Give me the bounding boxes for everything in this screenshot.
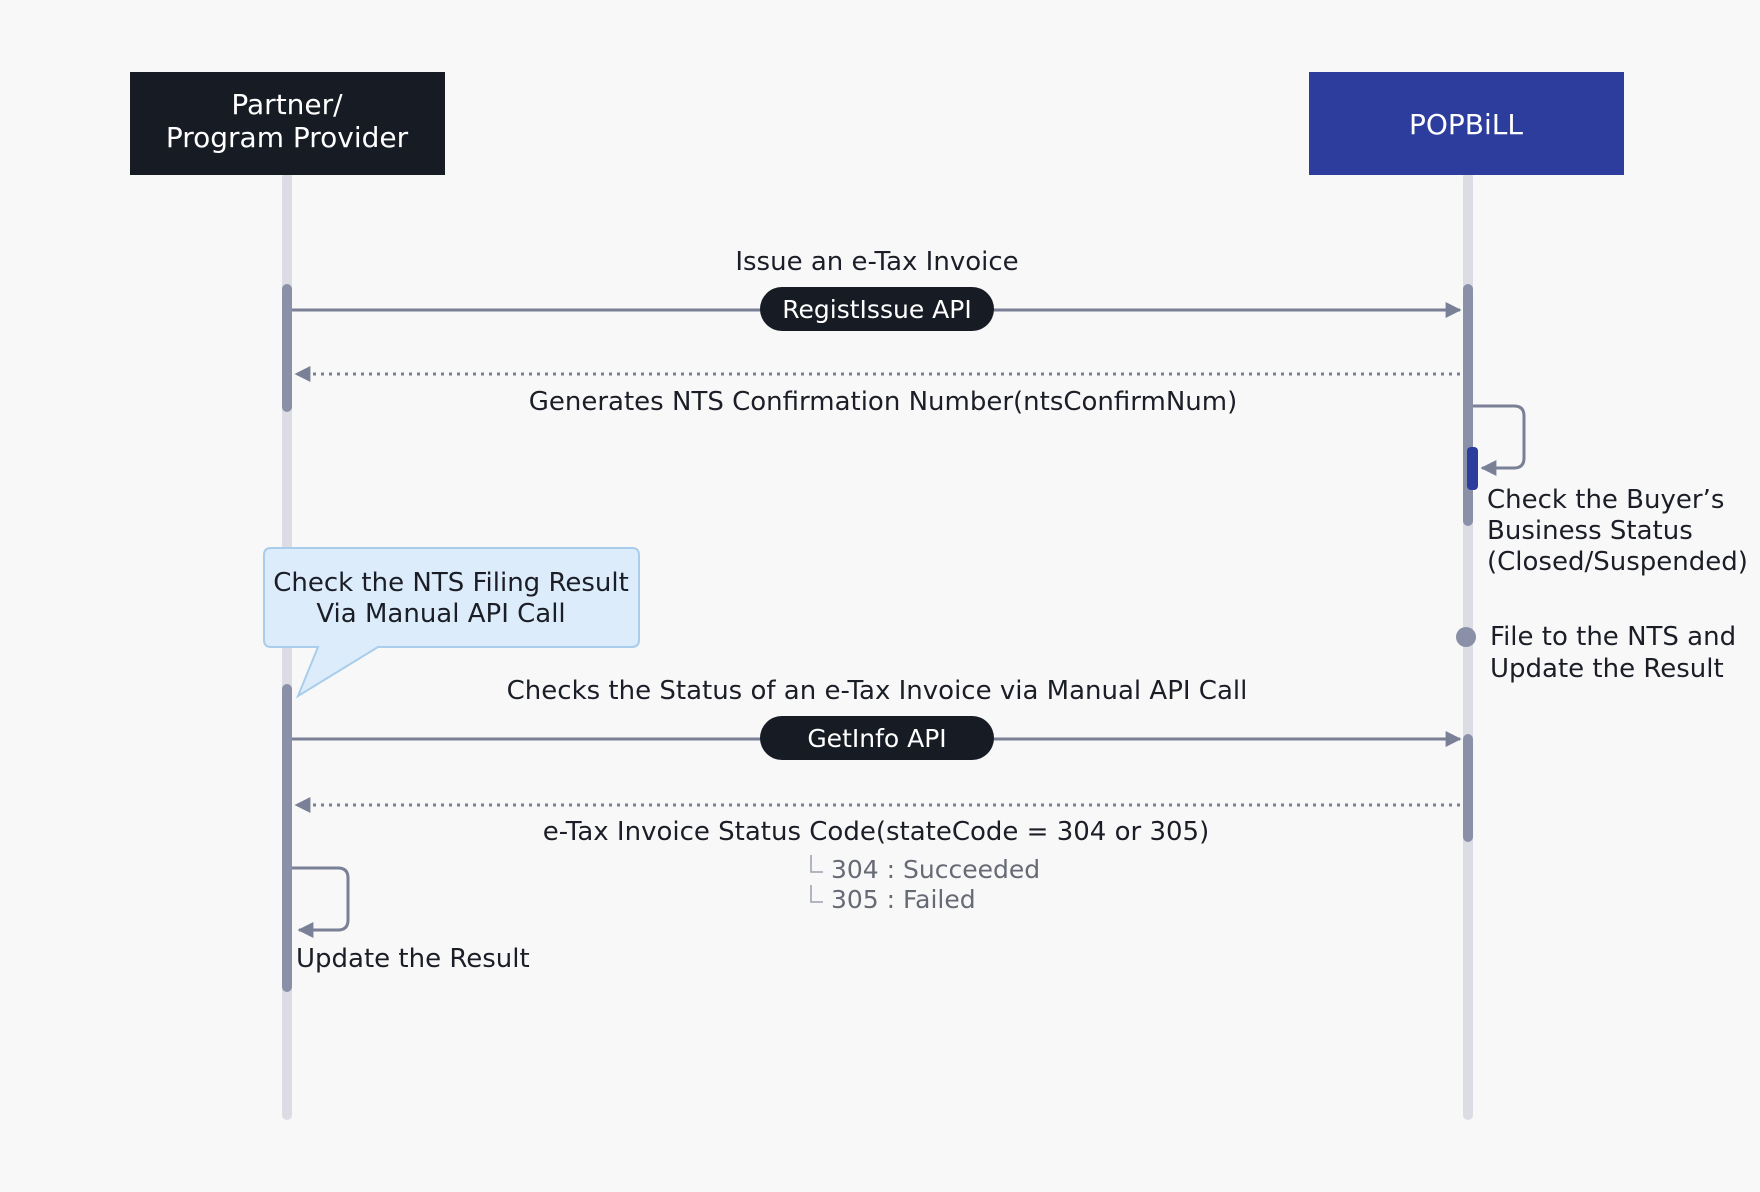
check-buyer-line3: (Closed/Suspended) <box>1487 547 1748 577</box>
file-nts-line1: File to the NTS and <box>1490 622 1736 652</box>
update-self-arrow <box>292 866 350 938</box>
file-nts-event-dot <box>1456 627 1476 647</box>
popbill-activation-getinfo <box>1463 734 1473 842</box>
partner-activation-issue <box>282 284 292 412</box>
manual-check-note: Check the NTS Filing Result Via Manual A… <box>263 547 640 699</box>
status-304: 304 : Succeeded <box>831 855 1040 884</box>
sub1-tree-connector <box>810 855 823 873</box>
status-305: 305 : Failed <box>831 885 976 914</box>
check-buyer-line1: Check the Buyer’s <box>1487 485 1724 515</box>
getinfo-return-caption: e-Tax Invoice Status Code(stateCode = 30… <box>543 817 1209 847</box>
note-line2: Via Manual API Call <box>316 599 565 629</box>
partner-header-line1: Partner/ <box>231 88 343 121</box>
note-line1: Check the NTS Filing Result <box>273 568 629 598</box>
getinfo-caption: Checks the Status of an e-Tax Invoice vi… <box>507 676 1248 706</box>
registissue-api-pill: RegistIssue API <box>760 287 994 331</box>
file-nts-line2: Update the Result <box>1490 654 1724 684</box>
check-buyer-line2: Business Status <box>1487 516 1693 546</box>
popbill-header-label: POPBiLL <box>1409 108 1523 141</box>
partner-header-line2: Program Provider <box>166 121 409 154</box>
getinfo-api-pill: GetInfo API <box>760 716 994 760</box>
popbill-header: POPBiLL <box>1309 72 1624 175</box>
issue-return-caption: Generates NTS Confirmation Number(ntsCon… <box>529 387 1238 417</box>
issue-caption: Issue an e-Tax Invoice <box>735 247 1018 277</box>
registissue-api-label: RegistIssue API <box>782 295 971 324</box>
partner-header: Partner/ Program Provider <box>130 72 445 175</box>
popbill-activation-check <box>1467 447 1478 490</box>
update-caption: Update the Result <box>296 944 530 974</box>
getinfo-api-label: GetInfo API <box>807 724 946 753</box>
partner-activation-getinfo <box>282 684 292 992</box>
check-buyer-self-arrow <box>1473 404 1526 476</box>
sub2-tree-connector <box>810 885 823 903</box>
